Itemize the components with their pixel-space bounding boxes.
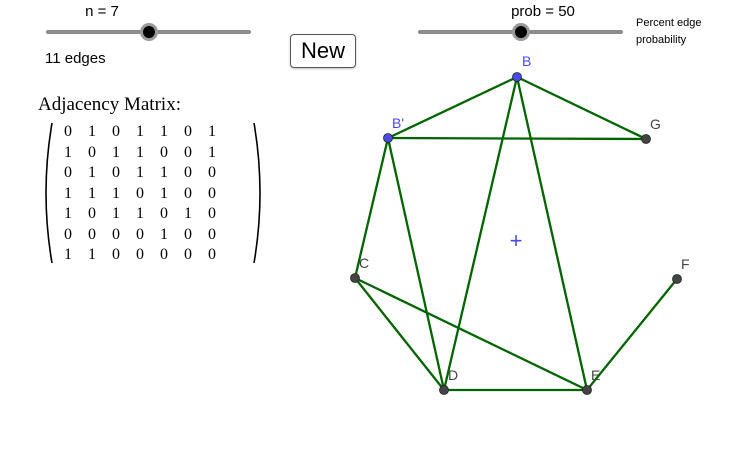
matrix-cell: 1 [136, 164, 144, 181]
matrix-cell: 0 [184, 123, 192, 140]
matrix-cell: 0 [136, 246, 144, 263]
vertex-E[interactable] [582, 385, 592, 395]
prob-slider-label: prob = 50 [511, 3, 575, 20]
edge-B-Bp [387, 75, 518, 140]
vertex-G[interactable] [641, 134, 651, 144]
matrix-cell: 1 [64, 184, 72, 202]
vertex-label-B: B [522, 53, 531, 69]
vertex-label-C: C [359, 255, 369, 271]
matrix-cell: 0 [64, 225, 72, 243]
matrix-cell: 0 [64, 164, 72, 181]
matrix-cell: 0 [208, 225, 216, 243]
matrix-cell: 0 [160, 143, 168, 161]
graph-vertices: B B' G C F D E [350, 53, 690, 395]
matrix-cell: 1 [64, 246, 72, 263]
matrix-cell: 1 [88, 184, 96, 202]
matrix-cell: 1 [112, 205, 120, 222]
matrix-cell: 1 [136, 143, 144, 161]
matrix-cell: 1 [160, 184, 168, 202]
matrix-cell: 1 [64, 205, 72, 222]
matrix-cell: 1 [160, 123, 168, 140]
matrix-cell: 0 [136, 184, 144, 202]
matrix-cell: 0 [64, 123, 72, 140]
matrix-title: Adjacency Matrix: [38, 94, 181, 115]
matrix-cell: 0 [88, 225, 96, 243]
vertex-label-F: F [681, 256, 690, 272]
matrix-right-paren [253, 122, 261, 264]
matrix-cell: 1 [64, 143, 72, 161]
vertex-Bp[interactable] [383, 133, 393, 143]
matrix-cell: 1 [88, 164, 96, 181]
matrix-cell: 0 [184, 184, 192, 202]
edge-Bp-G [387, 136, 647, 141]
matrix-cell: 0 [112, 164, 120, 181]
matrix-left-paren [45, 122, 53, 264]
vertex-C[interactable] [350, 273, 360, 283]
matrix-cell: 0 [184, 143, 192, 161]
matrix-cell: 0 [112, 246, 120, 263]
matrix-cell: 0 [208, 164, 216, 181]
vertex-B[interactable] [512, 72, 522, 82]
matrix-cell: 1 [160, 164, 168, 181]
matrix-cell: 0 [136, 225, 144, 243]
matrix-cell: 0 [208, 184, 216, 202]
vertex-label-Bp: B' [392, 115, 404, 131]
vertex-label-D: D [448, 367, 458, 383]
matrix-cell: 1 [208, 123, 216, 140]
edge-C-D [354, 277, 445, 391]
graph-edges [353, 75, 678, 392]
edge-B-E [515, 76, 589, 391]
matrix-cell: 0 [160, 246, 168, 263]
matrix-cell: 1 [88, 123, 96, 140]
vertex-label-E: E [591, 367, 600, 383]
matrix-cell: 1 [112, 143, 120, 161]
matrix-cell: 0 [112, 225, 120, 243]
prob-slider-knob[interactable] [511, 23, 530, 41]
edge-Bp-C [353, 137, 390, 279]
matrix-cell: 1 [136, 205, 144, 222]
edge-count-text: 11 edges [45, 50, 106, 67]
vertex-label-G: G [650, 116, 661, 132]
edge-B-G [516, 75, 647, 141]
edge-Bp-D [386, 137, 446, 391]
matrix-cell: 0 [208, 205, 216, 222]
matrix-cell: 0 [88, 205, 96, 222]
prob-hint-text: Percent edge probability [636, 15, 726, 49]
matrix-cell: 1 [112, 184, 120, 202]
matrix-cell: 1 [136, 123, 144, 140]
vertex-F[interactable] [672, 274, 682, 284]
matrix-cell: 0 [112, 123, 120, 140]
center-marker: + [510, 228, 523, 253]
matrix-cell: 0 [184, 164, 192, 181]
new-graph-button[interactable]: New [290, 34, 356, 68]
prob-hint-line-2: probability [636, 34, 687, 46]
prob-hint-line-1: Percent edge [636, 17, 702, 29]
edge-E-F [586, 278, 678, 391]
vertex-D[interactable] [439, 385, 449, 395]
matrix-cell: 0 [184, 246, 192, 263]
n-slider-knob[interactable] [139, 23, 158, 41]
matrix-cell: 1 [208, 143, 216, 161]
matrix-cell: 0 [88, 143, 96, 161]
matrix-cell: 0 [160, 205, 168, 222]
matrix-cell: 1 [88, 246, 96, 263]
matrix-cell: 0 [184, 225, 192, 243]
matrix-cell: 1 [160, 225, 168, 243]
edge-B-D [442, 76, 519, 391]
matrix-cell: 1 [184, 205, 192, 222]
n-slider-label: n = 7 [85, 3, 119, 20]
edge-C-E [354, 276, 588, 392]
matrix-cell: 0 [208, 246, 216, 263]
